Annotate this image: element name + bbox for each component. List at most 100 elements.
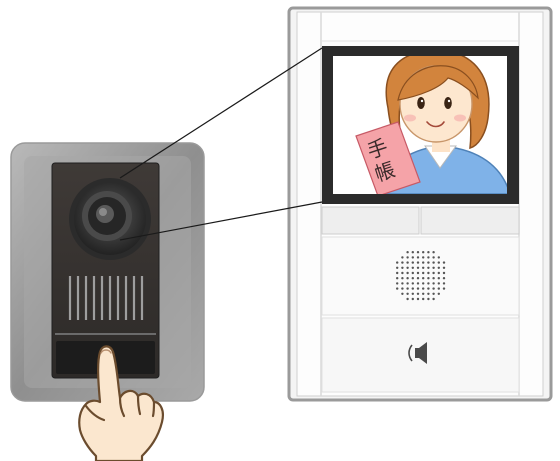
speaker-grille-dot (442, 277, 446, 280)
speaker-grille-dot (442, 271, 446, 275)
speaker-grille-dot (406, 256, 409, 259)
speaker-grille-dot (437, 266, 440, 269)
indoor-monitor (119, 6, 553, 402)
monitor-right-button[interactable] (420, 206, 520, 235)
speaker-grille-dot (411, 256, 414, 259)
speaker-grille-dot (401, 292, 404, 295)
speaker-grille-dot (442, 287, 446, 290)
speaker-grille-dot (422, 277, 425, 280)
speaker-grille-dot (401, 282, 404, 285)
speaker-grille-dot (396, 261, 399, 264)
speaker-grille-dot (427, 297, 430, 301)
speaker-grille-dot (422, 292, 425, 295)
speaker-grille-dot (406, 287, 409, 290)
speaker-grille-dot (406, 251, 409, 254)
speaker-grille-dot (427, 277, 430, 280)
speaker-grille-dot (437, 287, 440, 290)
speaker-grille-dot (401, 271, 404, 275)
speaker-grille-dot (396, 266, 399, 269)
speaker-grille-dot (406, 277, 409, 280)
speaker-grille-dot (411, 266, 414, 269)
speaker-grille-dot (427, 251, 430, 254)
speaker-grille-dot (432, 251, 435, 254)
speaker-grille-dot (432, 287, 435, 290)
speaker-grille-dot (411, 292, 414, 295)
speaker-grille-dot (396, 287, 399, 290)
pointing-hand-icon (78, 345, 164, 461)
speaker-grille-dot (406, 297, 409, 301)
speaker-icon (408, 342, 427, 364)
speaker-grille-dot (437, 256, 440, 259)
door-speaker-grille (68, 276, 144, 320)
speaker-grille-dot (437, 282, 440, 285)
speaker-grille-dot (416, 297, 420, 301)
speaker-grille-dot (401, 256, 404, 259)
speaker-grille-dot (422, 297, 425, 301)
speaker-grille-dot (422, 287, 425, 290)
door-station (10, 142, 205, 402)
speaker-grille-dot (422, 271, 425, 275)
speaker-grille-dot (427, 266, 430, 269)
speaker-grille-dot (406, 271, 409, 275)
speaker-grille-dot (422, 256, 425, 259)
speaker-grille-dot (396, 282, 399, 285)
speaker-grille-dot (427, 287, 430, 290)
speaker-grille-dot (422, 266, 425, 269)
speaker-grille-dot (411, 287, 414, 290)
speaker-grille-dot (411, 297, 414, 301)
speaker-grille-dot (422, 251, 425, 254)
monitor-left-button[interactable] (321, 206, 420, 235)
speaker-grille-dot (427, 256, 430, 259)
speaker-grille-dot (432, 282, 435, 285)
speaker-grille-dot (416, 251, 420, 254)
speaker-grille-dot (432, 256, 435, 259)
speaker-grille-dot (401, 287, 404, 290)
speaker-grille-dot (406, 266, 409, 269)
speaker-grille-dot (401, 266, 404, 269)
speaker-grille-dot (442, 266, 446, 269)
speaker-grille-dot (416, 282, 420, 285)
speaker-grille-dot (406, 282, 409, 285)
speaker-grille-dot (422, 282, 425, 285)
speaker-grille-dot (437, 271, 440, 275)
speaker-grille-dot (411, 282, 414, 285)
speaker-grille-dot (432, 277, 435, 280)
speaker-grille-dot (437, 277, 440, 280)
speaker-grille-dot (411, 271, 414, 275)
speaker-grille-dot (427, 292, 430, 295)
speaker-grille-dot (427, 271, 430, 275)
speaker-grille-dot (432, 266, 435, 269)
speaker-grille (396, 251, 446, 301)
camera-lens-icon (69, 178, 151, 260)
speaker-grille-dot (411, 277, 414, 280)
speaker-grille-dot (416, 287, 420, 290)
speaker-grille-dot (411, 251, 414, 254)
speaker-grille-dot (432, 271, 435, 275)
speaker-grille-dot (422, 261, 425, 264)
view-line-bottom (119, 201, 323, 241)
speaker-grille-dot (427, 282, 430, 285)
speaker-grille-dot (396, 271, 399, 275)
speaker-grille-dot (437, 292, 440, 295)
speaker-grille-dot (406, 261, 409, 264)
speaker-grille-dot (416, 277, 420, 280)
speaker-grille-dot (396, 277, 399, 280)
speaker-grille-dot (427, 261, 430, 264)
speaker-grille-dot (406, 292, 409, 295)
speaker-grille-dot (442, 282, 446, 285)
speaker-grille-dot (416, 271, 420, 275)
view-line-top (119, 47, 323, 179)
notebook-card (355, 121, 421, 194)
speaker-grille-dot (432, 261, 435, 264)
speaker-grille-dot (432, 292, 435, 295)
speaker-grille-dot (401, 261, 404, 264)
speaker-grille-dot (416, 266, 420, 269)
speaker-grille-dot (442, 261, 446, 264)
speaker-grille-dot (416, 256, 420, 259)
speaker-grille-dot (437, 261, 440, 264)
speaker-grille-dot (416, 261, 420, 264)
speaker-grille-dot (416, 292, 420, 295)
speaker-grille-dot (432, 297, 435, 301)
